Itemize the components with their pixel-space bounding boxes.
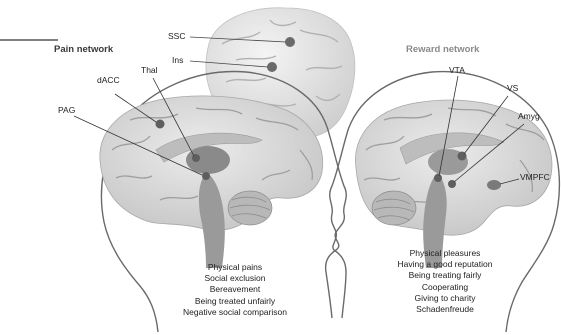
dacc-region-dot — [156, 120, 165, 129]
vs-label: VS — [507, 84, 518, 93]
pain-network-title: Pain network — [54, 45, 113, 55]
reward-list-item: Giving to charity — [370, 293, 520, 304]
vta-region-dot — [434, 174, 442, 182]
pag-region-dot — [202, 172, 210, 180]
reward-list-item: Physical pleasures — [370, 248, 520, 259]
ssc-label: SSC — [168, 32, 185, 41]
pain-list-item: Physical pains — [150, 262, 320, 273]
amyg-label: Amyg — [518, 112, 540, 121]
reward-list-item: Cooperating — [370, 282, 520, 293]
reward-list-item: Being treating fairly — [370, 270, 520, 281]
dacc-label: dACC — [97, 76, 120, 85]
pag-label: PAG — [58, 106, 75, 115]
ins-label: Ins — [172, 56, 183, 65]
pain-list-item: Negative social comparison — [150, 307, 320, 318]
pain-list-item: Being treated unfairly — [150, 296, 320, 307]
reward-network-title: Reward network — [406, 45, 479, 55]
ins-region-dot — [267, 62, 277, 72]
vmpfc-label: VMPFC — [520, 173, 550, 182]
thal-label: Thal — [141, 66, 158, 75]
ssc-region-dot — [285, 37, 295, 47]
pain-list-item: Social exclusion — [150, 273, 320, 284]
reward-list-item: Schadenfreude — [370, 304, 520, 315]
reward-list-item: Having a good reputation — [370, 259, 520, 270]
vmpfc-region-dot — [487, 180, 501, 190]
pain-list-item: Bereavement — [150, 284, 320, 295]
vta-label: VTA — [449, 66, 465, 75]
